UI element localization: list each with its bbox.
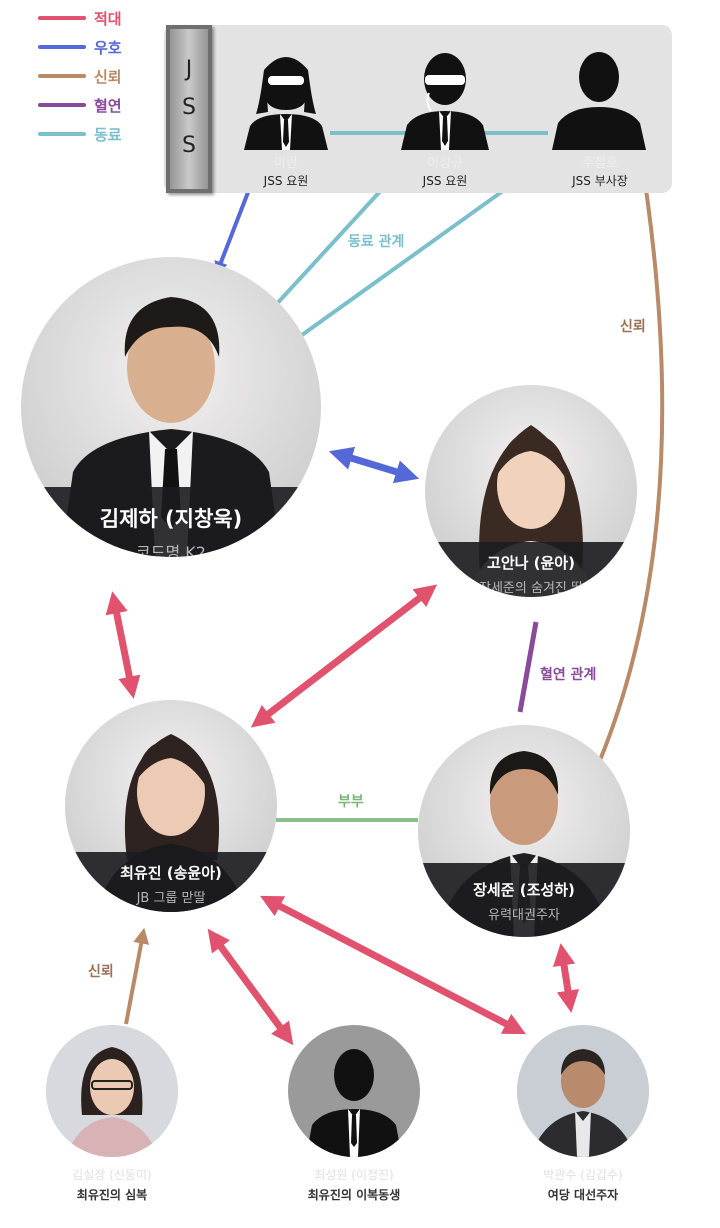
person-silhouette-icon [306,1049,402,1157]
agent-silhouette-miran [244,57,328,150]
person-park-gwansu [517,1025,649,1157]
hostile-arrow-choi-seongwon [207,928,294,1046]
person-description: 코드명 K2 [136,543,206,557]
person-choi-seongwon [288,1025,420,1157]
person-description: 유력대권주자 [488,908,560,923]
person-choi-yujin: 최유진 (송윤아) JB 그룹 맏딸 [65,700,277,912]
person-name: 김실장 (신동미) [72,1168,152,1182]
agent-silhouette-seongkyu [401,53,489,150]
agent-role-seongkyu: JSS 요원 [422,174,468,188]
legend-label: 동료 [94,126,122,144]
legend-line [38,132,86,136]
jss-badge-letter: S [182,133,196,158]
legend-line [38,16,86,20]
person-name: 고안나 (윤아) [487,554,575,572]
legend-line [38,45,86,49]
person-name: 최성원 (이정진) [314,1168,394,1182]
relation-label-trust: 신뢰 [620,319,646,335]
person-name: 장세준 (조성하) [473,881,575,899]
relation-label-couple: 부부 [338,794,364,810]
agent-name-miran: 미란 [274,156,298,171]
person-name: 최유진 (송윤아) [120,864,222,882]
agent-silhouette-cheolho [552,52,646,150]
trust-line-cheolho-jang [596,149,665,766]
person-jang-sejun: 장세준 (조성하) 유력대권주자 [418,725,630,937]
agent-role-cheolho: JSS 부사장 [572,174,628,188]
jss-badge-letter: S [182,95,196,120]
friendly-arrow-miran-kim [214,181,254,276]
trust-arrow-kimsj-choi [124,927,150,1025]
person-kim-silljang [46,1025,178,1157]
portrait-man-suit [517,1025,649,1157]
hostile-arrow-jang-park [552,943,580,1013]
person-name: 김제하 (지창욱) [99,507,243,531]
hostile-arrow-choi-park [260,895,526,1035]
relation-label-trust: 신뢰 [88,964,114,980]
relation-label-blood: 혈연 관계 [540,667,597,683]
portrait-woman-glasses [46,1025,178,1157]
person-description: 장세준의 숨겨진 딸 [479,581,583,596]
person-description: 여당 대선주자 [547,1188,619,1202]
person-kim-jeha: 김제하 (지창욱) 코드명 K2 [21,257,321,557]
agent-name-cheolho: 주철호 [582,156,618,171]
hostile-arrow-kim-choi [105,591,141,699]
blood-line-go-jang [517,621,539,713]
friendly-arrow-kim-go [328,446,420,484]
person-name: 박관수 (김갑수) [543,1168,623,1182]
agent-name-seongkyu: 이성규 [427,156,463,171]
person-description: 최유진의 이복동생 [307,1188,401,1202]
jss-badge-letter: J [185,57,193,82]
jss-badge: J S S [166,25,212,193]
relation-label-colleague: 동료 관계 [348,234,405,250]
legend-line [38,103,86,107]
legend-label: 혈연 [94,97,122,115]
legend-line [38,74,86,78]
legend-label: 신뢰 [94,68,122,86]
person-description: 최유진의 심복 [76,1188,148,1202]
person-go-anna: 고안나 (윤아) 장세준의 숨겨진 딸 [425,385,637,597]
agent-role-miran: JSS 요원 [263,174,309,188]
hostile-arrow-go-choi [250,584,438,728]
legend-label: 적대 [94,10,122,28]
person-description: JB 그룹 맏딸 [136,891,206,906]
legend-label: 우호 [94,39,122,57]
